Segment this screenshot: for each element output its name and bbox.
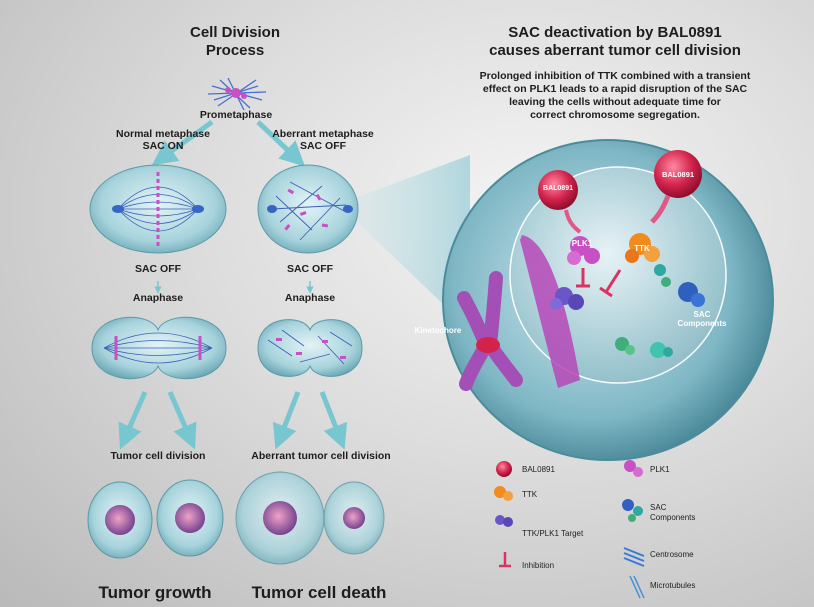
ttk-label: TTK xyxy=(634,244,650,253)
aberrant-division-label: Aberrant tumor cell division xyxy=(251,450,391,462)
right-description: Prolonged inhibition of TTK combined wit… xyxy=(479,70,751,121)
ttk-protein xyxy=(625,233,660,263)
arrow-aberrant xyxy=(256,120,306,167)
outcome-arrows xyxy=(118,391,348,450)
kinetochore-chromosome xyxy=(457,271,523,391)
legend-microtubules: Microtubules xyxy=(650,581,696,590)
bal0891-label-left: BAL0891 xyxy=(543,185,573,192)
legend-icons xyxy=(494,460,645,599)
bal0891-sphere-left xyxy=(538,170,582,234)
zoomed-cell xyxy=(442,139,774,461)
normal-metaphase-cell xyxy=(89,164,227,254)
bal0891-label-right: BAL0891 xyxy=(661,170,695,179)
sac-off-right-label: SAC OFF xyxy=(286,263,334,275)
legend-inhibition: Inhibition xyxy=(522,561,555,570)
zoom-beam xyxy=(350,155,470,330)
centrosome-icon xyxy=(623,547,645,567)
microtubules-icon xyxy=(629,575,645,599)
legend-plk1: PLK1 xyxy=(650,465,670,474)
anaphase-left-label: Anaphase xyxy=(132,292,184,304)
sac-off-left-label: SAC OFF xyxy=(134,263,182,275)
daughter-cells-aberrant xyxy=(235,471,385,565)
bal0891-sphere-icon xyxy=(496,461,512,477)
aberrant-metaphase-cell xyxy=(257,164,359,254)
plk1-label: PLK1 xyxy=(571,239,593,248)
legend-centrosome: Centrosome xyxy=(650,550,694,559)
daughter-cells-normal xyxy=(87,479,224,559)
down-arrows-1 xyxy=(154,281,314,294)
normal-anaphase-cell xyxy=(91,316,227,380)
inhibition-icon xyxy=(499,552,511,568)
arrow-normal xyxy=(151,119,214,166)
legend-ttk: TTK xyxy=(522,490,538,499)
legend-bal0891: BAL0891 xyxy=(522,465,555,474)
tumor-growth-label: Tumor growth xyxy=(98,583,212,602)
ttk-plk1-target-icon xyxy=(495,515,513,527)
anaphase-right-label: Anaphase xyxy=(284,292,336,304)
tumor-cell-division-label: Tumor cell division xyxy=(110,450,206,462)
sac-components xyxy=(615,264,705,358)
prometaphase-illustration xyxy=(207,77,267,111)
inhibition-marks xyxy=(576,268,622,298)
legend-target: TTK/PLK1 Target xyxy=(522,529,584,538)
target-protein xyxy=(550,287,584,310)
bal0891-sphere-right xyxy=(650,150,702,224)
sac-components-icon xyxy=(622,499,643,522)
plk1-protein xyxy=(567,236,600,265)
legend-sac-components: SAC Components xyxy=(650,503,696,522)
plk1-protein-icon xyxy=(624,460,643,477)
prometaphase-label: Prometaphase xyxy=(199,109,273,121)
aberrant-anaphase-cell xyxy=(257,319,363,377)
kinetochore-label: Kinetochore xyxy=(414,326,462,335)
ttk-protein-icon xyxy=(494,486,513,501)
tumor-cell-death-label: Tumor cell death xyxy=(251,583,387,602)
